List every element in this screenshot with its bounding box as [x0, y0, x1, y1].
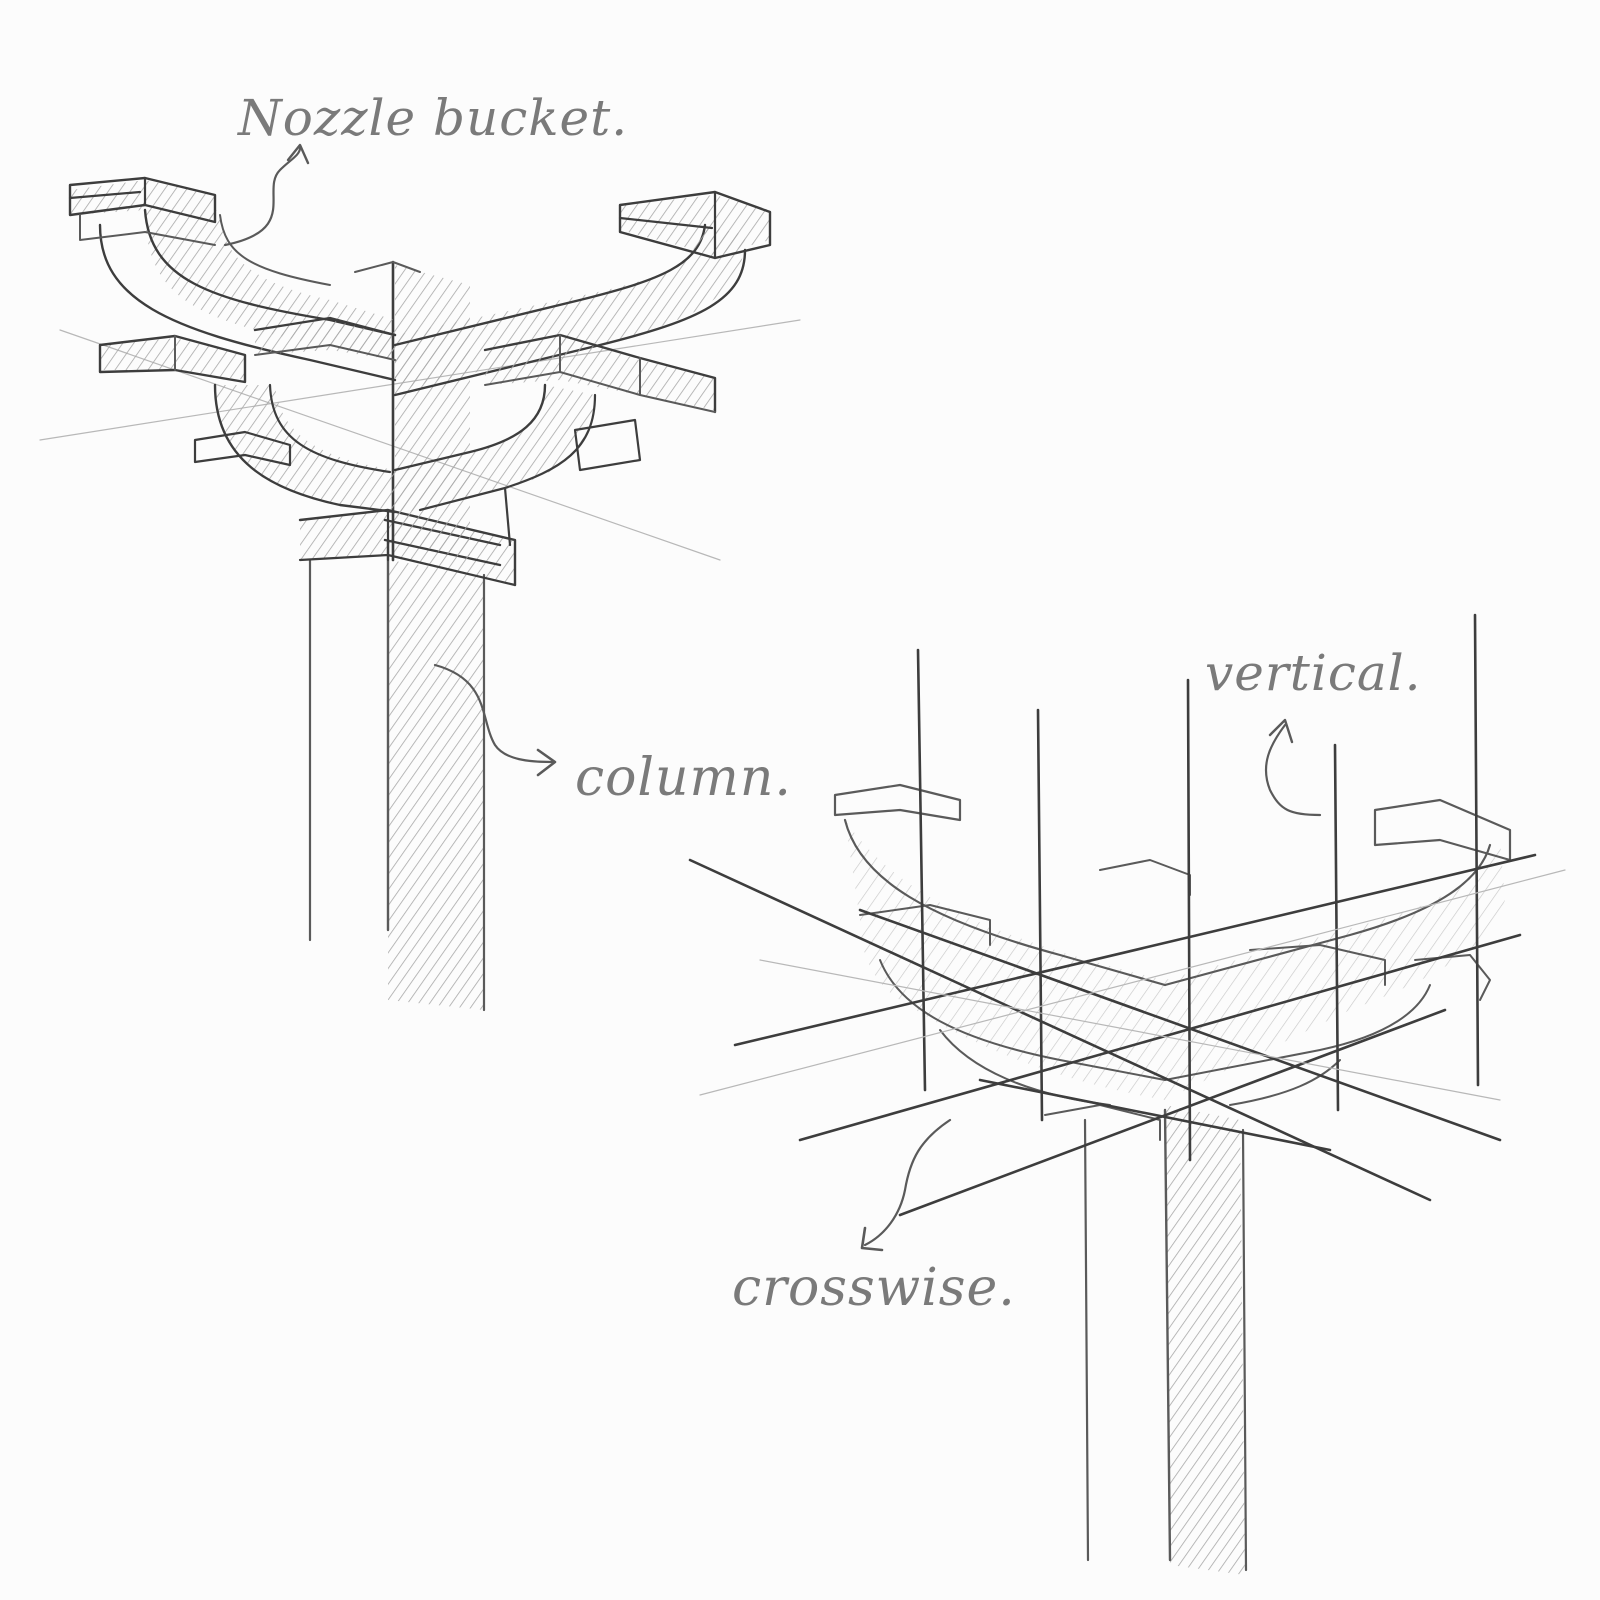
- bucket-top-left: [68, 176, 217, 246]
- bucket-low-left: [193, 430, 292, 467]
- leader-crosswise: [860, 1118, 952, 1252]
- guide-lines-right: [699, 869, 1566, 1101]
- leader-nozzle-bucket: [223, 143, 310, 247]
- label-vertical: vertical.: [1205, 644, 1422, 702]
- arm-lower-right: [393, 383, 597, 547]
- column-left: [308, 538, 486, 1012]
- leader-vertical: [1265, 718, 1322, 817]
- bracket-body-right: [833, 783, 1512, 1141]
- bucket-mid-right: [483, 333, 717, 414]
- vertical-axis-lines: [916, 613, 1480, 1162]
- bucket-mid-center: [253, 316, 397, 361]
- label-column: column.: [575, 748, 792, 808]
- bucket-top-right: [618, 190, 772, 260]
- bracket-set-right: [688, 613, 1566, 1575]
- crosswise-axis-lines: [688, 853, 1537, 1217]
- leader-column: [433, 663, 557, 777]
- bracket-set-left: [39, 143, 801, 1012]
- column-right: [1083, 1105, 1248, 1575]
- label-nozzle-bucket: Nozzle bucket.: [237, 89, 628, 147]
- bucket-mid-left: [98, 334, 247, 384]
- bucket-low-right: [573, 418, 642, 472]
- arm-lower-left: [213, 383, 397, 514]
- label-crosswise: crosswise.: [732, 1258, 1016, 1318]
